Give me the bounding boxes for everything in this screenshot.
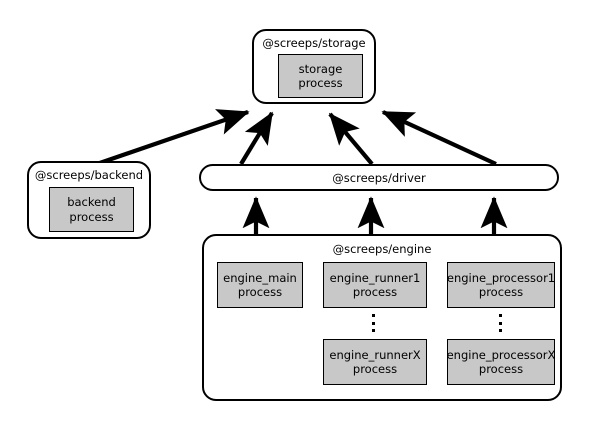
arrow-driver-to-storage-middle (328, 112, 374, 166)
process-engine-runnerX[interactable]: engine_runnerX process (323, 339, 427, 385)
process-engine-runnerX-kind: process (352, 362, 398, 376)
process-storage-kind: process (298, 76, 343, 90)
process-backend[interactable]: backend process (49, 187, 134, 232)
process-engine-processor1-kind: process (478, 285, 524, 299)
process-backend-name: backend (67, 195, 116, 210)
process-backend-kind: process (69, 209, 114, 224)
process-engine-runnerX-name: engine_runnerX (329, 347, 421, 362)
vertical-ellipsis-icon-processor (499, 314, 502, 332)
process-storage-name: storage (298, 61, 343, 76)
package-backend-label: @screeps/backend (34, 168, 144, 182)
arrow-driver-to-storage-right (381, 110, 497, 166)
process-engine-processorX-name: engine_processorX (446, 347, 556, 362)
package-storage[interactable]: @screeps/storage storage process (252, 29, 376, 104)
process-engine-main[interactable]: engine_main process (217, 262, 303, 308)
process-engine-main-name: engine_main (223, 270, 297, 285)
process-engine-runner1[interactable]: engine_runner1 process (323, 262, 427, 308)
package-driver-label: @screeps/driver (332, 170, 426, 185)
process-engine-runner1-name: engine_runner1 (329, 270, 421, 285)
package-engine-label: @screeps/engine (332, 242, 432, 256)
process-engine-runner1-kind: process (352, 285, 398, 299)
process-engine-processorX-kind: process (478, 362, 524, 376)
arrow-backend-to-storage (90, 109, 250, 168)
package-backend[interactable]: @screeps/backend backend process (27, 161, 151, 239)
package-driver[interactable]: @screeps/driver (199, 164, 559, 191)
process-engine-main-kind: process (237, 285, 283, 299)
process-engine-processor1[interactable]: engine_processor1 process (447, 262, 555, 308)
arrow-driver-to-storage-left (239, 111, 274, 166)
process-storage[interactable]: storage process (278, 54, 363, 98)
vertical-ellipsis-icon-runner (372, 314, 375, 332)
package-engine[interactable]: @screeps/engine engine_main process engi… (202, 234, 562, 401)
package-storage-label: @screeps/storage (262, 36, 366, 50)
process-engine-processorX[interactable]: engine_processorX process (447, 339, 555, 385)
process-engine-processor1-name: engine_processor1 (446, 270, 556, 285)
